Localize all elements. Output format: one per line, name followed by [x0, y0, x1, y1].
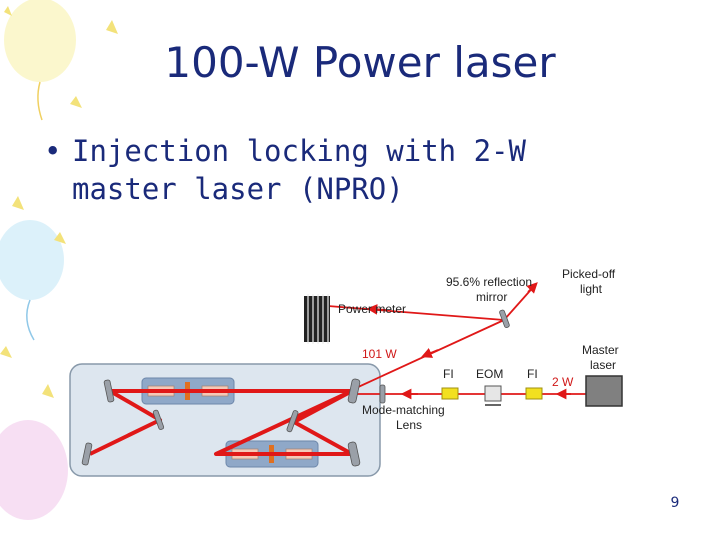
slide-title: 100-W Power laser	[164, 38, 556, 87]
picked-off-label: Picked-off	[562, 267, 616, 281]
laser-setup-diagram: 95.6% reflection mirror Picked-off light…	[69, 267, 623, 477]
input-power-label: 2 W	[552, 375, 574, 389]
bullet-text: Injection locking with 2-W master laser …	[72, 134, 526, 206]
faraday-isolator-right	[525, 387, 543, 400]
power-meter-label: Power meter	[338, 302, 406, 316]
eom	[484, 385, 502, 406]
page-number: 9	[670, 495, 680, 511]
bullet-dot: •	[44, 134, 62, 168]
balloon-top-left	[4, 0, 76, 121]
output-power-label: 101 W	[362, 347, 397, 361]
faraday-isolator-left	[441, 387, 459, 400]
balloon-bottom-left	[0, 420, 68, 520]
master-laser-label: Master	[582, 343, 619, 357]
bullet-item: • Injection locking with 2-W master lase…	[44, 132, 644, 208]
mirror-mid-right	[286, 410, 299, 433]
fi-right-label: FI	[527, 367, 538, 381]
fi-left-label: FI	[443, 367, 454, 381]
balloon-left	[0, 220, 64, 341]
beam-arrows	[366, 282, 571, 400]
mirror-bottom-right	[347, 441, 361, 467]
mirror-bottom-left	[81, 442, 93, 466]
mode-matching-label-2: Lens	[396, 418, 422, 432]
eom-label: EOM	[476, 367, 503, 381]
mirror-mid-left	[152, 409, 165, 430]
master-laser-label-2: laser	[590, 358, 616, 372]
master-laser-box	[585, 375, 623, 407]
power-meter	[304, 294, 330, 344]
picked-off-label-2: light	[580, 282, 603, 296]
mode-matching-label: Mode-matching	[362, 403, 445, 417]
mirror-top-right	[347, 378, 361, 404]
reflection-mirror-label: 95.6% reflection	[446, 275, 532, 289]
mode-matching-lens	[379, 384, 386, 404]
mirror-top-left	[103, 379, 115, 403]
reflection-mirror	[499, 309, 510, 328]
sparkles	[0, 6, 118, 398]
cavity-mirrors	[81, 309, 510, 467]
reflection-mirror-label-2: mirror	[476, 290, 507, 304]
